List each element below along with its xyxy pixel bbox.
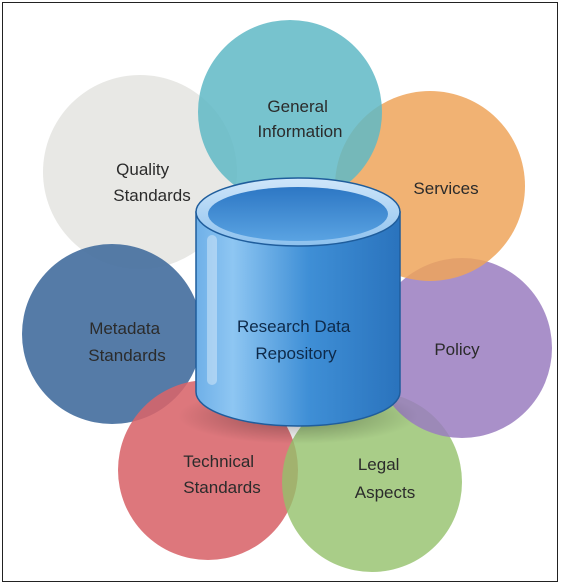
label-general-information: General Information [257,97,342,141]
label-services: Services [413,179,478,198]
repository-cylinder [178,177,418,444]
cylinder-body [195,211,401,427]
petal-circle [43,75,237,269]
label-quality-standards: Quality Standards [113,160,191,205]
cylinder-opening [208,187,388,241]
label-legal-aspects: Legal Aspects [355,455,415,502]
petal-quality-standards [43,75,237,269]
label-metadata-standards: Metadata Standards [88,319,166,365]
center-label: Research Data Repository [237,317,355,363]
label-policy: Policy [434,340,480,359]
petal-circle [198,20,382,204]
petal-circle [372,258,552,438]
petal-policy [372,258,552,438]
petal-circle [22,244,202,424]
label-technical-standards: Technical Standards [183,452,261,497]
petal-metadata-standards [22,244,202,424]
petal-general-information [198,20,382,204]
